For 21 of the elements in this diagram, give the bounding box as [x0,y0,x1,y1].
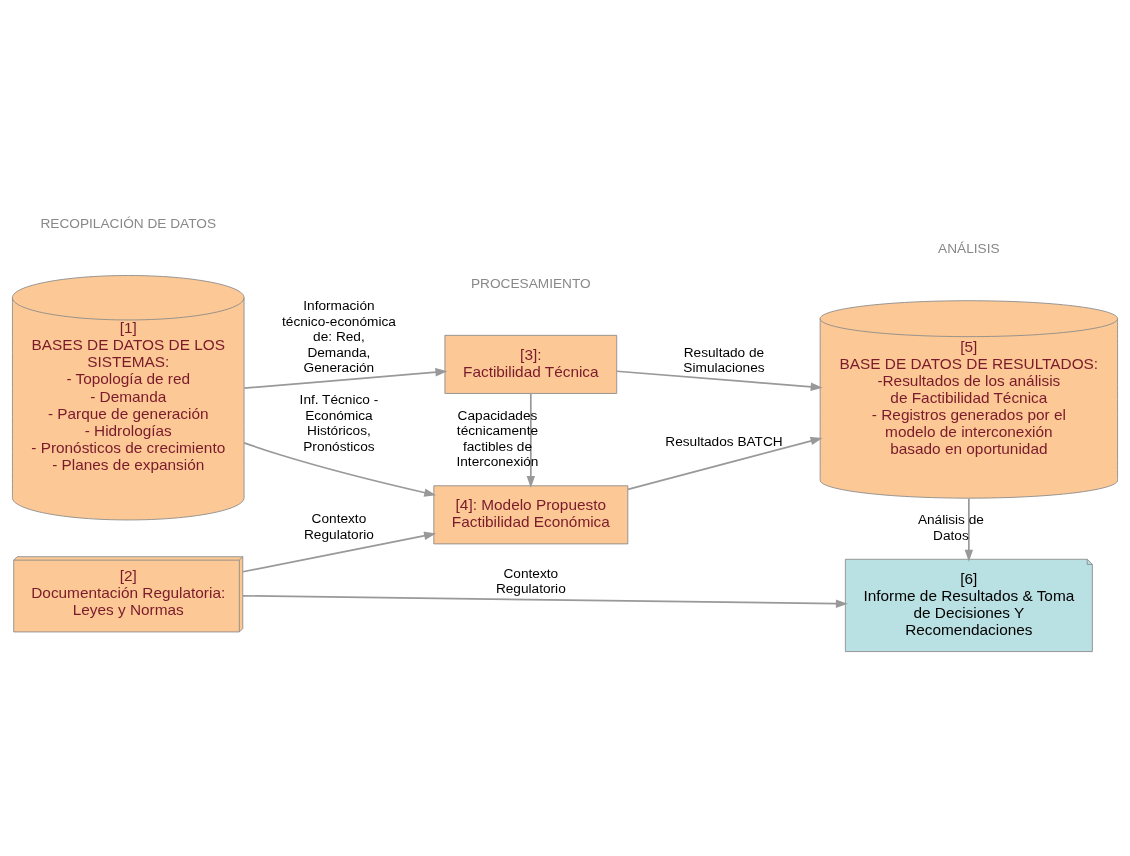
edge-label: Información técnico-económica de: Red, Demanda, Generación [282,297,396,375]
label: PROCESAMIENTO [470,275,591,291]
edge-label: Análisis de Datos [917,511,984,543]
edge-label: Resultado de Simulaciones [683,344,765,375]
arrow [243,367,448,389]
edge-label: Inf. Técnico - Económica Históricos, Pronósticos [299,391,379,454]
edge-label: Capacidades técnicamente factibles de Interconexión [456,407,539,469]
label: RECOPILACIÓN DE DATOS [40,215,217,231]
arrow [242,531,437,573]
node-box: [3]: Factibilidad Técnica [444,334,618,394]
edge-label: Resultados BATCH [665,433,783,449]
label: ANÁLISIS [938,240,1000,256]
edge-label: Contexto Regulatorio [495,565,566,596]
arrow [615,369,823,391]
arrow [242,594,848,608]
arrow [627,436,823,490]
arrow [526,392,535,488]
arrow [243,441,437,497]
node-box: [4]: Modelo Propuesto Factibilidad Económica [433,484,629,544]
arrow [964,497,974,562]
edge-label: Contexto Regulatorio [304,510,374,542]
